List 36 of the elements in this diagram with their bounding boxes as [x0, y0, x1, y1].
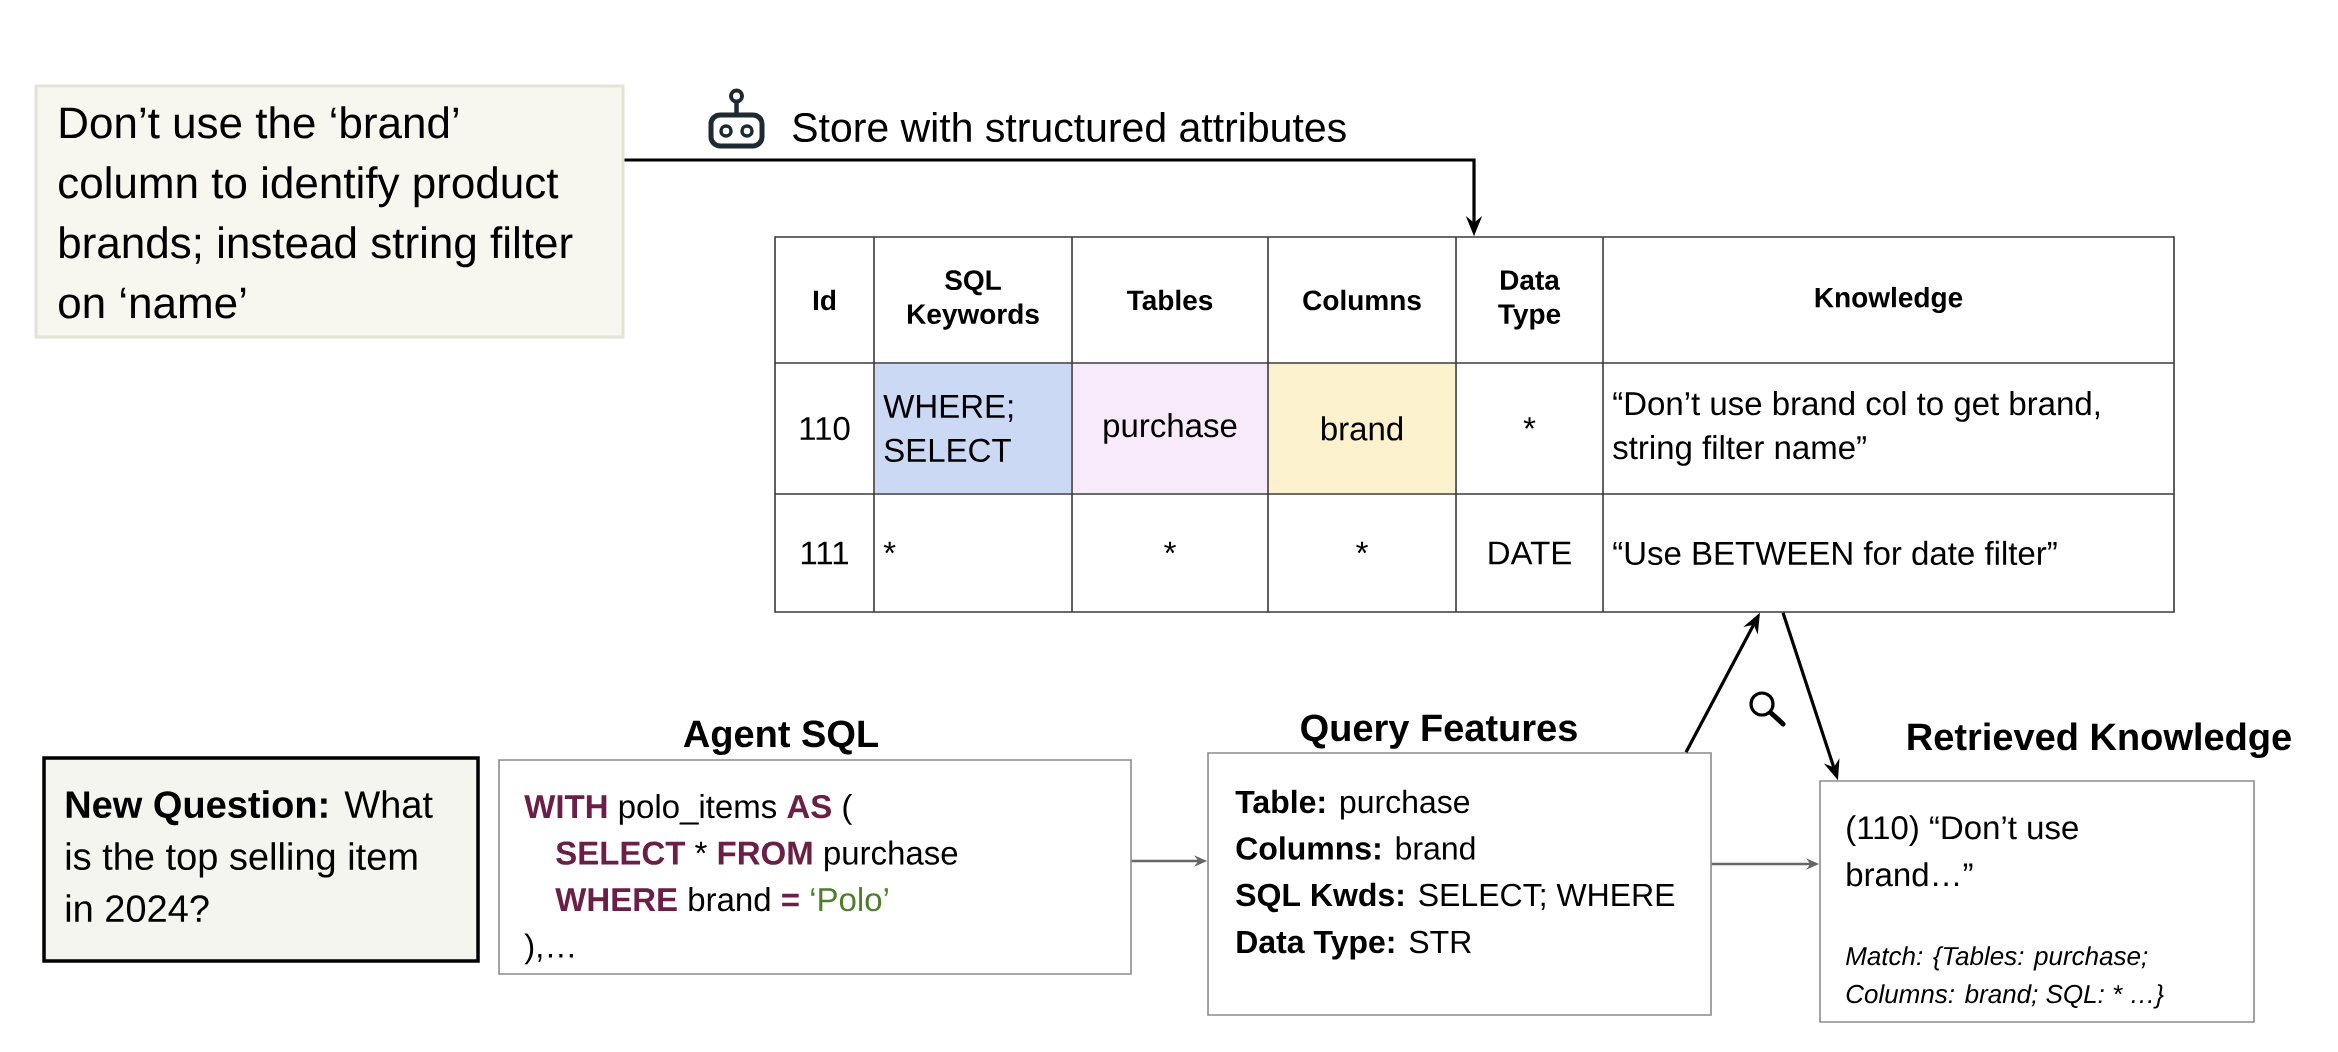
table-cell: “Use BETWEEN for date filter” [1613, 540, 2057, 566]
table-cell: purchase [1073, 364, 1267, 493]
node-label: WHERE brand = ‘Polo’ [555, 887, 888, 912]
result-box: (110) “Don’t use brand…” Match: {Tables: purchase; Columns: brand; SQL: * …} [1819, 780, 2255, 1023]
table-cell: * [1523, 417, 1536, 429]
header-cell: Columns [1303, 289, 1421, 311]
table-cell: 111 [801, 541, 848, 565]
node-label: SQL Kwds: SELECT; WHERE [1236, 882, 1675, 913]
header-cell: Id [813, 289, 836, 311]
table-cell: WHERE; SELECT [875, 364, 1071, 493]
table [774, 236, 2175, 613]
table-cell: 110 [800, 416, 850, 441]
node-label: WITH polo_items AS ( [524, 794, 853, 825]
node-label: Data Type: STR [1237, 930, 1471, 960]
note-box: Don’t use the ‘brand’ column to identify product brands; instead string filter on ‘name’ [34, 84, 625, 339]
header-cell: Knowledge [1815, 286, 1963, 314]
code-box: WITH polo_items AS ( SELECT* FROM purchase WHERE brand = ‘Polo’ ),… [498, 759, 1132, 975]
table-cell: DATE [1489, 541, 1571, 565]
edge-label: Store with structured attributes [789, 109, 1350, 145]
table-cell: * [1164, 541, 1176, 554]
header-cell: Tables [1127, 289, 1213, 311]
node-label: Table: purchase [1235, 789, 1470, 820]
header-cell: SQL Keywords [907, 270, 1039, 330]
question-box: New Question: What is the top selling item in 2024? [42, 756, 480, 963]
header-cell: Data Type [1498, 270, 1561, 330]
table-cell: * [883, 541, 896, 554]
table-cell: brand [1269, 364, 1455, 493]
table-cell: * [1356, 541, 1368, 554]
heading: Query Features [1301, 714, 1577, 749]
node-label: ),… [524, 933, 573, 965]
heading: Agent SQL [683, 720, 878, 756]
node-label: Columns: brand [1236, 836, 1475, 860]
table-cell: “Don’t use brand col to get brand, string filter name” [1613, 391, 2099, 466]
feature-box: Table: purchase Columns: brand SQL Kwds: SELECT; WHERE Data Type: STR [1207, 752, 1712, 1016]
heading: Retrieved Knowledge [1908, 722, 2291, 759]
node-label: SELECT* FROM purchase [556, 840, 958, 872]
